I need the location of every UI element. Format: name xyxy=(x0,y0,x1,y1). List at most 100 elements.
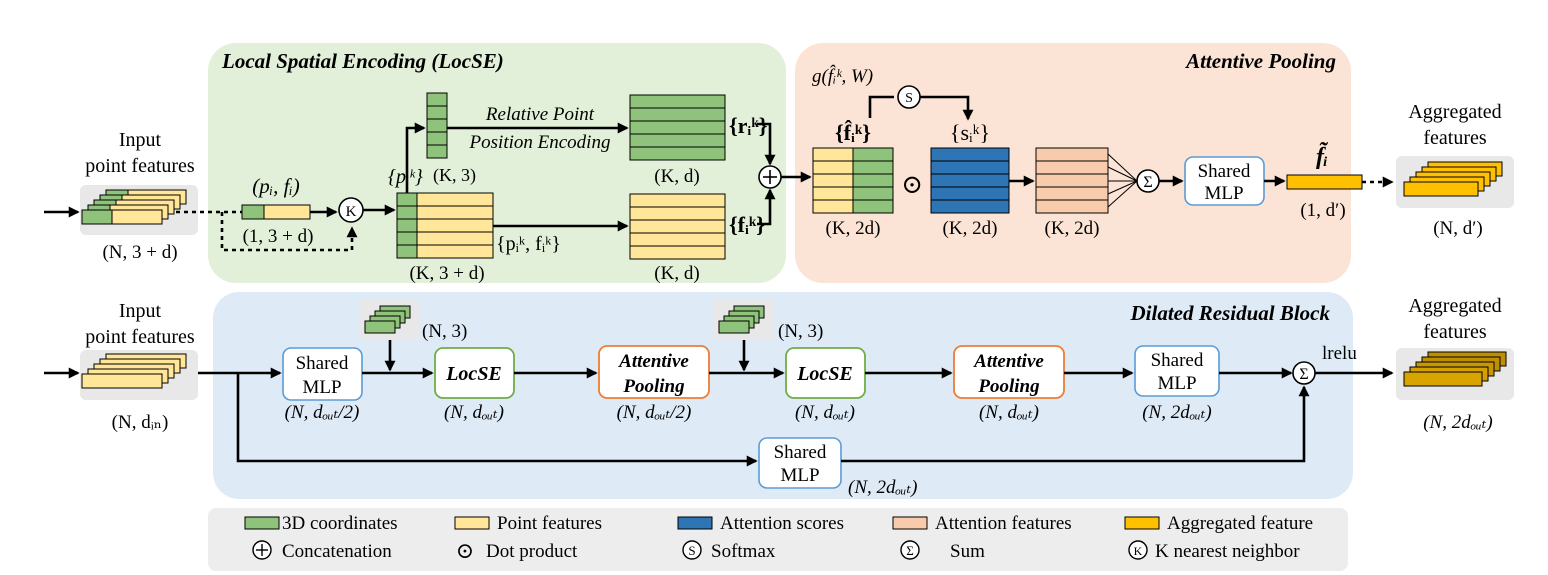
attentive-pooling-title: Attentive Pooling xyxy=(1184,49,1336,73)
legend-softmax: Softmax xyxy=(711,541,776,562)
legend-aggregated-feature: Aggregated feature xyxy=(1167,513,1313,534)
softmax-symbol: S xyxy=(905,91,913,106)
bottom-output-label-2: features xyxy=(1423,321,1487,343)
legend-dot-icon: ⊙ xyxy=(456,538,474,563)
s-matrix xyxy=(930,147,1010,214)
mlp1-shape: (N, dₒᵤₜ/2) xyxy=(285,402,360,423)
attention-feature-shape: (K, 2d) xyxy=(1045,218,1100,239)
legend-knn-symbol: K xyxy=(1134,544,1143,558)
neighbor-all-shape: (K, 3 + d) xyxy=(409,263,484,284)
mlp1-line-2: MLP xyxy=(302,377,341,398)
top-mlp-line-2: MLP xyxy=(1204,183,1243,204)
coords-1-stack xyxy=(364,305,411,334)
ftilde-shape: (1, d′) xyxy=(1300,200,1345,221)
top-output-label-1: Aggregated xyxy=(1408,101,1501,123)
legend-concatenation: Concatenation xyxy=(282,541,392,562)
aggregated-vector xyxy=(1286,174,1363,190)
legend-swatch-scores xyxy=(677,516,713,530)
r-label: {rᵢᵏ} xyxy=(729,113,767,138)
legend-softmax-symbol: S xyxy=(688,543,695,558)
locse1-shape: (N, dₒᵤₜ) xyxy=(444,402,504,423)
r-shape: (K, d) xyxy=(654,166,699,187)
bottom-input-label-2: point features xyxy=(85,326,195,348)
query-label: (pᵢ, fᵢ) xyxy=(252,174,299,198)
mlp3-line-2: MLP xyxy=(780,465,819,486)
locse1-label: LocSE xyxy=(445,363,502,385)
top-input-label-1: Input xyxy=(119,129,162,151)
locse2-label: LocSE xyxy=(796,363,853,385)
coords-2-stack xyxy=(718,305,765,334)
bottom-shared-mlp-2 xyxy=(1134,345,1220,397)
pool2-line-2: Pooling xyxy=(977,376,1039,397)
query-features xyxy=(263,204,311,220)
bottom-shared-mlp-3 xyxy=(758,437,842,489)
neighbor-all-label: {pᵢᵏ, fᵢᵏ} xyxy=(496,233,561,255)
fhat-matrix xyxy=(812,147,894,214)
top-sum-symbol: Σ xyxy=(1143,174,1152,191)
pool2-shape: (N, dₒᵤₜ) xyxy=(979,402,1039,423)
top-output-stack xyxy=(1403,161,1503,197)
neighbor-coords-column xyxy=(426,92,448,159)
legend-swatch-aggregated xyxy=(1124,516,1160,530)
legend-sum-icon xyxy=(900,540,920,560)
legend-swatch-point xyxy=(454,516,490,530)
top-output-label-2: features xyxy=(1423,127,1487,149)
pool1-shape: (N, dₒᵤₜ/2) xyxy=(617,402,692,423)
ftilde-label: f̃ᵢ xyxy=(1316,144,1328,170)
locse2-shape: (N, dₒᵤₜ) xyxy=(795,402,855,423)
r-matrix xyxy=(629,94,726,161)
top-mlp-line-1: Shared xyxy=(1198,161,1251,182)
bottom-output-label-1: Aggregated xyxy=(1408,295,1501,317)
neighbor-matrix xyxy=(396,192,494,259)
legend-panel xyxy=(208,508,1348,571)
legend-sum: Sum xyxy=(950,541,985,562)
locse-title: Local Spatial Encoding (LocSE) xyxy=(221,49,504,73)
legend-point-features: Point features xyxy=(497,513,602,534)
legend: 3D coordinates Point features Attention … xyxy=(244,513,1313,563)
dilated-residual-panel xyxy=(213,292,1353,499)
dot-product-symbol: ⊙ xyxy=(901,170,923,199)
query-coords xyxy=(241,204,265,220)
coords-1-shape: (N, 3) xyxy=(422,321,467,342)
mlp1-line-1: Shared xyxy=(296,353,349,374)
bottom-input-label-1: Input xyxy=(119,300,162,322)
legend-sum-symbol: Σ xyxy=(906,543,914,558)
dilated-residual-title: Dilated Residual Block xyxy=(1130,301,1331,325)
legend-attention-features: Attention features xyxy=(935,513,1072,534)
mlp2-line-2: MLP xyxy=(1157,373,1196,394)
rppe-line-1: Relative Point xyxy=(485,104,595,125)
neighbor-coords-label: {pᵢᵏ} xyxy=(388,166,423,188)
legend-knn-icon xyxy=(1128,540,1148,560)
pool1-line-1: Attentive xyxy=(618,351,689,372)
mlp3-shape: (N, 2dₒᵤₜ) xyxy=(848,477,918,498)
query-shape: (1, 3 + d) xyxy=(243,226,314,247)
pool2-line-1: Attentive xyxy=(973,351,1044,372)
coords-2-shape: (N, 3) xyxy=(778,321,823,342)
top-input-shape: (N, 3 + d) xyxy=(102,242,177,263)
legend-knn: K nearest neighbor xyxy=(1155,541,1300,562)
legend-swatch-attfeat xyxy=(892,516,928,530)
f-matrix xyxy=(629,193,726,260)
bottom-output-stack xyxy=(1403,351,1507,387)
mlp3-line-1: Shared xyxy=(774,442,827,463)
top-input-label-2: point features xyxy=(85,155,195,177)
mlp2-line-1: Shared xyxy=(1151,350,1204,371)
bottom-input-shape: (N, dᵢₙ) xyxy=(112,412,169,433)
legend-softmax-icon xyxy=(682,540,702,560)
legend-swatch-coords xyxy=(244,516,280,530)
g-label: g(f̂ᵢᵏ, W) xyxy=(812,65,873,87)
rppe-line-2: Position Encoding xyxy=(469,132,611,153)
bottom-sum-symbol: Σ xyxy=(1299,366,1308,383)
s-shape: (K, 2d) xyxy=(943,218,998,239)
bottom-output-shape: (N, 2dₒᵤₜ) xyxy=(1423,412,1493,433)
mlp2-shape: (N, 2dₒᵤₜ) xyxy=(1142,402,1212,423)
attention-feature-matrix xyxy=(1035,147,1109,214)
legend-coords: 3D coordinates xyxy=(282,513,398,534)
neighbor-coords-shape: (K, 3) xyxy=(433,165,476,186)
legend-dot-product: Dot product xyxy=(486,541,578,562)
f-shape: (K, d) xyxy=(654,263,699,284)
s-label: {sᵢᵏ} xyxy=(950,120,990,145)
pool1-line-2: Pooling xyxy=(622,376,684,397)
top-output-shape: (N, d′) xyxy=(1433,218,1483,239)
